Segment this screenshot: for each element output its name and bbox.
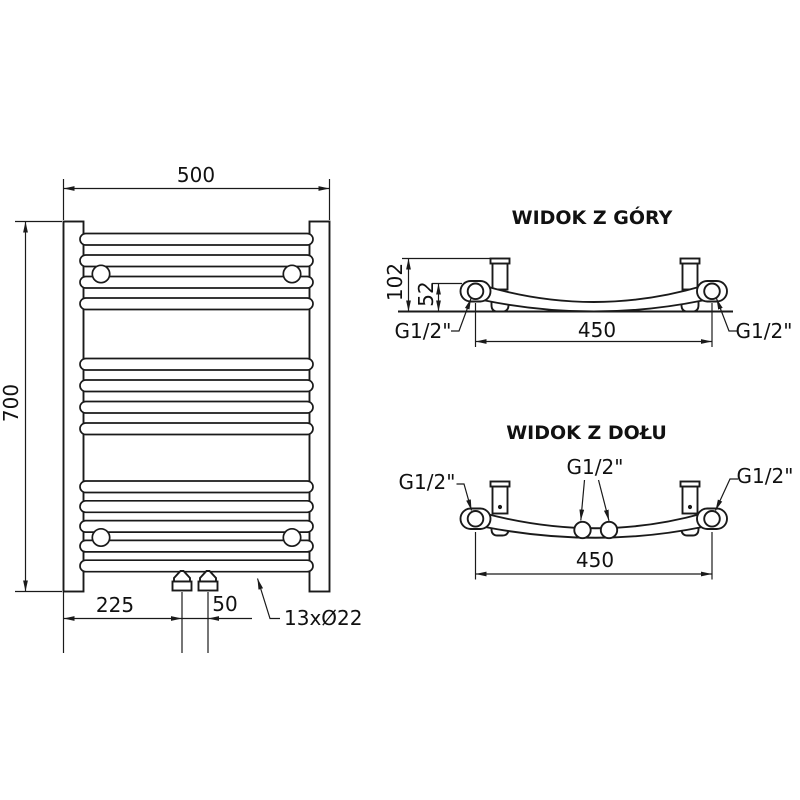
dim-text-valve-offset: 225 bbox=[96, 593, 134, 617]
valve-body bbox=[171, 580, 193, 592]
connection-label: G1/2" bbox=[395, 319, 452, 343]
bracket-screw-dot bbox=[687, 504, 693, 510]
top-left-connection-callout: G1/2" bbox=[395, 298, 472, 343]
connection-port bbox=[703, 510, 721, 528]
curved-rail bbox=[484, 284, 704, 313]
rung bbox=[79, 275, 314, 289]
front-view: 500 700 225 50 13xØ22 bbox=[0, 163, 362, 653]
rung bbox=[79, 559, 314, 573]
bracket-screw-dot bbox=[497, 504, 503, 510]
bracket-cap bbox=[679, 480, 701, 488]
rung bbox=[79, 519, 314, 533]
center-connection-port bbox=[599, 520, 619, 540]
top-view: WIDOK Z GÓRY 102 5 bbox=[383, 205, 792, 347]
bottom-right-connection-callout: G1/2" bbox=[714, 464, 794, 511]
rung bbox=[79, 379, 314, 393]
dim-text-height: 700 bbox=[0, 384, 23, 422]
leader-line bbox=[456, 483, 473, 511]
connection-port bbox=[466, 510, 485, 528]
dim-width-500: 500 bbox=[62, 163, 331, 220]
rung bbox=[79, 297, 314, 311]
dim-text-depth: 102 bbox=[383, 263, 407, 301]
rung bbox=[79, 232, 314, 246]
leader-line bbox=[715, 298, 737, 332]
valve-body bbox=[197, 580, 219, 592]
dim-text-spacing: 450 bbox=[576, 548, 614, 572]
rung bbox=[79, 422, 314, 436]
connection-label: G1/2" bbox=[567, 455, 624, 479]
leader-line bbox=[714, 478, 738, 511]
dim-depth-102: 102 bbox=[383, 257, 491, 312]
bracket-cap bbox=[489, 480, 511, 488]
rung bbox=[79, 499, 314, 514]
bracket-head bbox=[282, 264, 302, 284]
center-connection-port bbox=[573, 520, 592, 540]
valve-cone bbox=[199, 570, 217, 583]
bottom-valve-right bbox=[197, 570, 219, 592]
bracket-head bbox=[282, 527, 302, 548]
bracket-cap bbox=[489, 257, 511, 265]
top-right-connection-callout: G1/2" bbox=[715, 298, 793, 343]
bracket-cap bbox=[679, 257, 701, 265]
leader-line bbox=[579, 479, 586, 521]
bracket-shaft bbox=[491, 485, 509, 515]
bottom-view-title: WIDOK Z DOŁU bbox=[506, 422, 667, 444]
dim-text-width: 500 bbox=[177, 163, 215, 187]
connection-label: G1/2" bbox=[399, 470, 456, 494]
leader-line bbox=[597, 479, 610, 521]
bottom-view: WIDOK Z DOŁU 450 bbox=[399, 422, 794, 580]
bracket-shaft bbox=[681, 262, 699, 291]
leader-line bbox=[451, 298, 472, 332]
dim-height-700: 700 bbox=[0, 220, 62, 593]
dim-axis-52: 52 bbox=[414, 281, 462, 312]
dim-text-valve-spacing: 50 bbox=[212, 592, 237, 616]
curved-rail bbox=[484, 512, 704, 539]
connection-label: G1/2" bbox=[737, 464, 794, 488]
bottom-center-connection-callout: G1/2" bbox=[567, 455, 624, 521]
connection-label: G1/2" bbox=[736, 319, 793, 343]
bracket-shaft bbox=[491, 262, 509, 291]
wall-bracket-left bbox=[489, 480, 511, 537]
connection-port bbox=[703, 282, 721, 301]
leader-line bbox=[256, 578, 280, 620]
bottom-valve-left bbox=[171, 570, 193, 592]
rungs-callout: 13xØ22 bbox=[256, 578, 362, 630]
dim-top-450: 450 bbox=[474, 303, 713, 347]
dim-valve-positions: 225 50 bbox=[62, 592, 252, 653]
valve-cone bbox=[173, 570, 191, 583]
bottom-left-connection-callout: G1/2" bbox=[399, 470, 473, 511]
dim-text-spacing: 450 bbox=[578, 318, 616, 342]
radiator-rungs bbox=[79, 232, 314, 573]
connection-port bbox=[466, 282, 485, 301]
rung bbox=[79, 400, 314, 414]
wall-bracket-right bbox=[679, 257, 701, 313]
bracket-shaft bbox=[681, 485, 699, 515]
rungs-label: 13xØ22 bbox=[284, 606, 362, 630]
dim-text-axis-depth: 52 bbox=[414, 281, 438, 306]
bracket-head bbox=[91, 527, 111, 548]
rung bbox=[79, 480, 314, 494]
bracket-head bbox=[91, 264, 111, 284]
top-view-title: WIDOK Z GÓRY bbox=[512, 205, 673, 229]
dim-bottom-450: 450 bbox=[474, 532, 713, 580]
rung bbox=[79, 357, 314, 371]
rung bbox=[79, 254, 314, 268]
rung bbox=[79, 539, 314, 553]
wall-bracket-left bbox=[489, 257, 511, 313]
